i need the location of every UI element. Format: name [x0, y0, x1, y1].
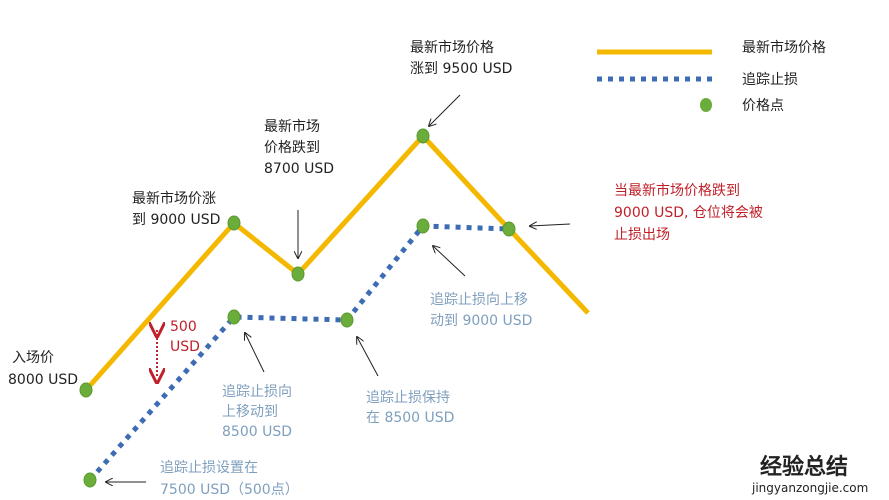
legend-label: 价格点 [742, 98, 784, 114]
annotation-exit: 当最新市场价格跌到 [614, 182, 740, 199]
annotation-exit: 9000 USD, 仓位将会被 [614, 205, 763, 221]
price-point [502, 221, 516, 237]
stop-point [227, 309, 241, 325]
legend: 最新市场价格 追踪止损 价格点 [597, 39, 826, 114]
annotation-rise-9000: 最新市场价涨 [132, 190, 216, 207]
annotation-entry: 8000 USD [8, 372, 78, 388]
legend-label: 最新市场价格 [742, 39, 826, 56]
watermark-url: jingyanzongjie.com [751, 481, 868, 495]
annotation-entry: 入场价 [12, 350, 54, 366]
market-price-line [84, 132, 590, 392]
annotation-stop-up-9000: 追踪止损向上移 [430, 292, 528, 308]
arrow-icon [245, 333, 265, 373]
price-point [227, 215, 241, 231]
annotation-gap: 500 [170, 319, 197, 335]
arrow-icon [433, 246, 466, 277]
stop-point [340, 312, 354, 328]
annotation-fall-8700: 价格跌到 [264, 140, 320, 156]
arrow-icon [429, 94, 461, 126]
stop-point [416, 218, 430, 234]
annotation-stop-set: 7500 USD（500点） [160, 482, 299, 498]
price-point [416, 128, 430, 144]
annotation-gap: USD [170, 339, 200, 355]
arrow-icon [530, 224, 571, 226]
annotation-fall-8700: 最新市场 [264, 118, 320, 135]
annotation-stop-up-8500: 8500 USD [222, 424, 292, 440]
price-point [291, 266, 305, 282]
watermark-title: 经验总结 [760, 454, 848, 480]
annotation-stop-hold: 追踪止损保持 [366, 390, 450, 406]
annotation-rise-9000: 到 9000 USD [132, 212, 220, 228]
annotation-fall-8700: 8700 USD [264, 161, 334, 177]
annotation-rise-9500: 最新市场价格 [410, 39, 494, 56]
price-point [79, 382, 93, 398]
trailing-stop-line [88, 223, 510, 482]
annotation-stop-hold: 在 8500 USD [366, 410, 454, 426]
annotation-stop-set: 追踪止损设置在 [160, 460, 258, 476]
legend-dot-icon [700, 98, 712, 112]
arrow-icon [357, 337, 379, 377]
annotation-rise-9500: 涨到 9500 USD [410, 61, 512, 77]
annotation-stop-up-9000: 动到 9000 USD [430, 313, 532, 329]
stop-point [83, 472, 97, 488]
legend-label: 追踪止损 [742, 72, 798, 88]
annotation-stop-up-8500: 追踪止损向 [222, 384, 292, 400]
annotation-exit: 止损出场 [614, 227, 670, 243]
annotation-stop-up-8500: 上移动到 [222, 404, 278, 420]
